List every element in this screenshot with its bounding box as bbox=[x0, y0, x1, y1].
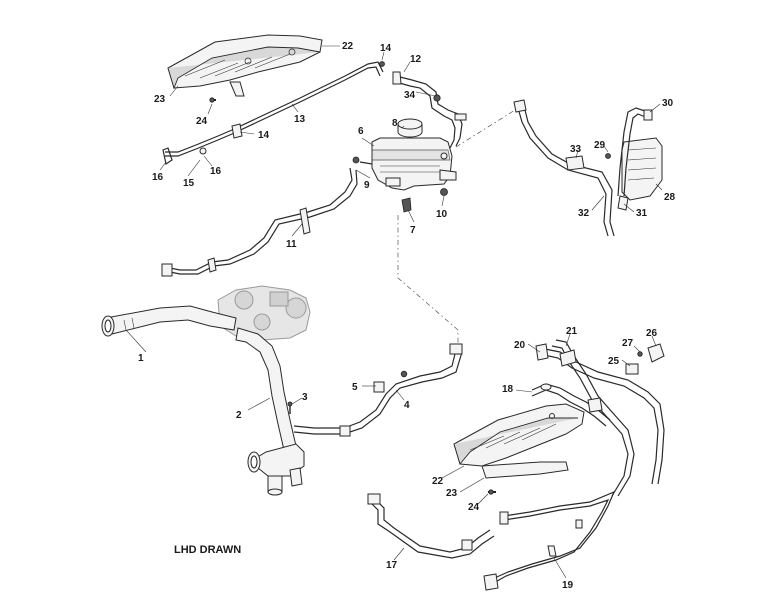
leader-lines bbox=[125, 45, 663, 579]
callout-1: 1 bbox=[138, 353, 144, 364]
callout-9: 9 bbox=[364, 180, 370, 191]
callout-11: 11 bbox=[286, 239, 297, 250]
callout-4: 4 bbox=[404, 400, 410, 411]
callout-21: 21 bbox=[566, 326, 578, 337]
engine-component bbox=[217, 285, 311, 341]
pipe-13 bbox=[162, 61, 384, 165]
bolt-24-lower bbox=[488, 489, 496, 495]
nut-10 bbox=[440, 188, 448, 196]
callout-22a: 22 bbox=[342, 41, 354, 52]
clip-33 bbox=[565, 155, 585, 171]
callout-24a: 24 bbox=[196, 116, 208, 127]
callout-19: 19 bbox=[562, 580, 574, 591]
callout-33: 33 bbox=[570, 144, 582, 155]
callout-16b: 16 bbox=[210, 166, 222, 177]
hose-12 bbox=[392, 71, 467, 149]
clip-25 bbox=[625, 363, 639, 375]
bolt-27 bbox=[637, 351, 643, 357]
lhd-drawn-note: LHD DRAWN bbox=[174, 544, 241, 556]
callout-29: 29 bbox=[594, 140, 606, 151]
callout-2: 2 bbox=[236, 410, 242, 421]
callout-3: 3 bbox=[302, 392, 308, 403]
callout-17: 17 bbox=[386, 560, 398, 571]
clip-14 bbox=[379, 61, 385, 67]
callout-28: 28 bbox=[664, 192, 676, 203]
callout-32: 32 bbox=[578, 208, 590, 219]
pipe-17 bbox=[367, 493, 495, 559]
bolt-24-upper bbox=[209, 97, 216, 103]
clip-7 bbox=[401, 197, 412, 213]
reservoir-28 bbox=[617, 137, 663, 211]
callout-numbers: 1 2 3 4 5 6 7 8 9 10 11 12 13 14 14 15 1… bbox=[138, 41, 676, 591]
callout-16a: 16 bbox=[152, 172, 164, 183]
assembly-guide-lines bbox=[397, 109, 516, 355]
callout-18: 18 bbox=[502, 384, 514, 395]
expansion-tank-6 bbox=[352, 137, 457, 191]
heat-shield-lower bbox=[453, 403, 585, 479]
filler-cap-8 bbox=[397, 118, 423, 138]
hose-32 bbox=[513, 99, 615, 237]
callout-15: 15 bbox=[183, 178, 195, 189]
pipe-19 bbox=[483, 490, 616, 591]
bolt-29 bbox=[605, 153, 611, 159]
hose-18 bbox=[531, 383, 611, 427]
callout-14a: 14 bbox=[380, 43, 392, 54]
callout-8: 8 bbox=[392, 118, 398, 129]
callout-22b: 22 bbox=[432, 476, 444, 487]
callout-26: 26 bbox=[646, 328, 658, 339]
callout-12: 12 bbox=[410, 54, 422, 65]
callout-30: 30 bbox=[662, 98, 674, 109]
clip-5 bbox=[373, 381, 385, 393]
callout-20: 20 bbox=[514, 340, 526, 351]
callout-25: 25 bbox=[608, 356, 620, 367]
callout-6: 6 bbox=[358, 126, 364, 137]
callout-7: 7 bbox=[410, 225, 416, 236]
callout-31: 31 bbox=[636, 208, 648, 219]
callout-23a: 23 bbox=[154, 94, 166, 105]
callout-14b: 14 bbox=[258, 130, 270, 141]
pipe-4 bbox=[293, 343, 463, 437]
heat-shield-upper bbox=[167, 34, 323, 97]
hose-30 bbox=[617, 107, 653, 197]
callout-23b: 23 bbox=[446, 488, 458, 499]
hose-2 bbox=[235, 327, 305, 496]
callout-34: 34 bbox=[404, 90, 416, 101]
callout-10: 10 bbox=[436, 209, 448, 220]
bracket-26 bbox=[647, 343, 665, 363]
callout-13: 13 bbox=[294, 114, 306, 125]
pipe-11 bbox=[161, 167, 358, 277]
callout-5: 5 bbox=[352, 382, 358, 393]
hose-1 bbox=[101, 305, 237, 337]
callout-24b: 24 bbox=[468, 502, 480, 513]
callout-27: 27 bbox=[622, 338, 634, 349]
